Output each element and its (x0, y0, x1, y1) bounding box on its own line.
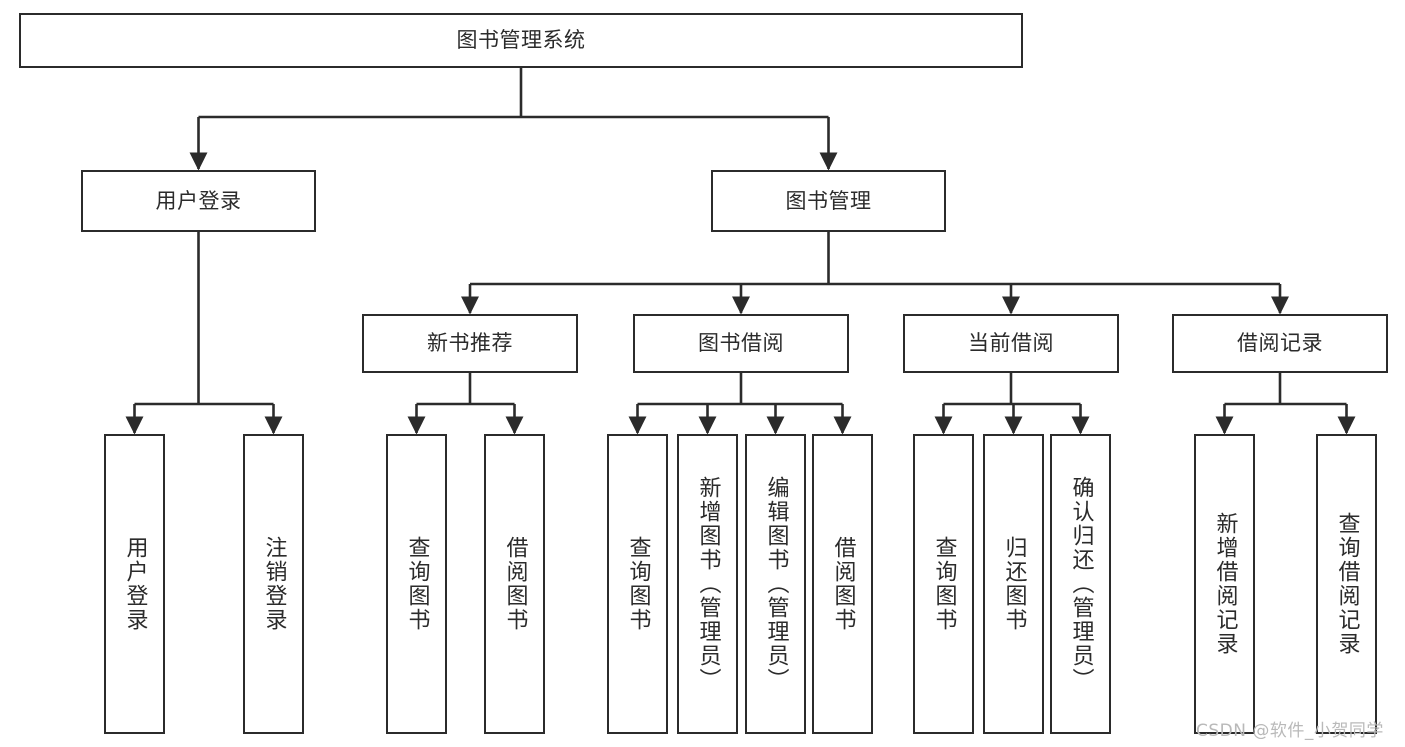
leaf-leaf-logout-label: 注销登录 (261, 536, 287, 632)
leaf-leaf-query-record[interactable]: 查询借阅记录 (1316, 434, 1377, 734)
node-root-label: 图书管理系统 (456, 28, 586, 53)
leaf-leaf-user-login[interactable]: 用户登录 (104, 434, 165, 734)
leaf-leaf-logout[interactable]: 注销登录 (243, 434, 304, 734)
leaf-leaf-edit-book[interactable]: 编辑图书（管理员） (745, 434, 806, 734)
node-book-manage-label: 图书管理 (785, 188, 872, 213)
leaf-leaf-add-book-label: 新增图书（管理员） (695, 476, 721, 692)
leaf-leaf-query-book-1-label: 查询图书 (404, 536, 430, 632)
leaf-leaf-add-record-label: 新增借阅记录 (1212, 512, 1238, 656)
node-root[interactable]: 图书管理系统 (19, 13, 1023, 68)
leaf-leaf-query-book-2[interactable]: 查询图书 (607, 434, 668, 734)
node-book-borrow[interactable]: 图书借阅 (633, 314, 849, 373)
node-current-borrow-label: 当前借阅 (968, 331, 1054, 356)
leaf-leaf-borrow-book-2[interactable]: 借阅图书 (812, 434, 873, 734)
leaf-leaf-return-book-label: 归还图书 (1001, 536, 1027, 632)
node-user-login-label: 用户登录 (155, 188, 242, 213)
leaf-leaf-confirm-return[interactable]: 确认归还（管理员） (1050, 434, 1111, 734)
node-book-borrow-label: 图书借阅 (698, 331, 784, 356)
leaf-leaf-user-login-label: 用户登录 (122, 536, 148, 632)
leaf-leaf-query-book-1[interactable]: 查询图书 (386, 434, 447, 734)
node-borrow-record[interactable]: 借阅记录 (1172, 314, 1388, 373)
leaf-leaf-add-record[interactable]: 新增借阅记录 (1194, 434, 1255, 734)
leaf-leaf-query-record-label: 查询借阅记录 (1334, 512, 1360, 656)
leaf-leaf-confirm-return-label: 确认归还（管理员） (1068, 476, 1094, 692)
leaf-leaf-add-book[interactable]: 新增图书（管理员） (677, 434, 738, 734)
node-borrow-record-label: 借阅记录 (1237, 331, 1323, 356)
leaf-leaf-borrow-book-1[interactable]: 借阅图书 (484, 434, 545, 734)
leaf-leaf-borrow-book-2-label: 借阅图书 (830, 536, 856, 632)
node-current-borrow[interactable]: 当前借阅 (903, 314, 1119, 373)
leaf-leaf-borrow-book-1-label: 借阅图书 (502, 536, 528, 632)
leaf-leaf-edit-book-label: 编辑图书（管理员） (763, 476, 789, 692)
node-new-book-recommend[interactable]: 新书推荐 (362, 314, 578, 373)
node-new-book-recommend-label: 新书推荐 (427, 331, 513, 356)
node-user-login[interactable]: 用户登录 (81, 170, 316, 232)
leaf-leaf-query-book-2-label: 查询图书 (625, 536, 651, 632)
node-book-manage[interactable]: 图书管理 (711, 170, 946, 232)
leaf-leaf-return-book[interactable]: 归还图书 (983, 434, 1044, 734)
leaf-leaf-query-book-3-label: 查询图书 (931, 536, 957, 632)
leaf-leaf-query-book-3[interactable]: 查询图书 (913, 434, 974, 734)
